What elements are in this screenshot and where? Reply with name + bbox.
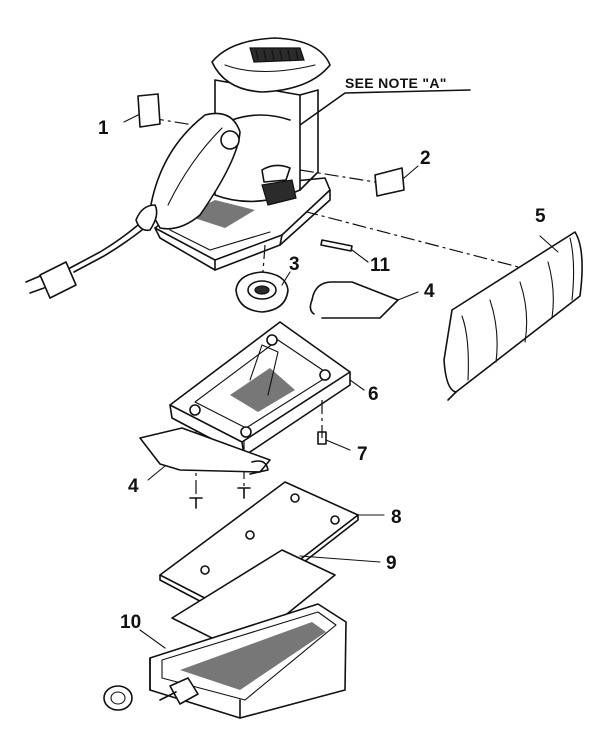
callout-8: 8 xyxy=(391,507,402,528)
part-4-spring-clip-upper xyxy=(309,281,419,319)
callout-4-upper: 4 xyxy=(424,281,435,302)
callout-7: 7 xyxy=(357,444,368,465)
callout-1: 1 xyxy=(98,118,109,139)
callout-4-lower: 4 xyxy=(128,476,139,497)
part-1-label-plate xyxy=(123,93,161,128)
callout-10: 10 xyxy=(120,612,141,633)
callout-9: 9 xyxy=(386,553,397,574)
part-2-label-plate xyxy=(374,165,419,197)
callout-6: 6 xyxy=(368,384,379,405)
part-6-pad-plate xyxy=(169,321,365,457)
callout-numbers: 1 2 3 4 5 11 6 7 4 8 9 10 xyxy=(98,118,546,633)
note-a-label: SEE NOTE "A" xyxy=(345,75,447,91)
callout-11: 11 xyxy=(370,255,391,276)
part-10-sanding-base xyxy=(103,603,347,719)
part-5-dust-bag xyxy=(443,231,583,401)
part-3-bearing xyxy=(235,271,291,313)
part-11-pin xyxy=(320,239,369,263)
callout-2: 2 xyxy=(420,148,431,169)
note-a-leader: SEE NOTE "A" xyxy=(299,75,471,126)
part-4-clip-plate-lower xyxy=(139,427,271,481)
callout-5: 5 xyxy=(535,206,546,227)
callout-3: 3 xyxy=(289,254,300,275)
sander-handle-and-cord xyxy=(25,112,241,299)
part-7-screws xyxy=(189,431,351,509)
